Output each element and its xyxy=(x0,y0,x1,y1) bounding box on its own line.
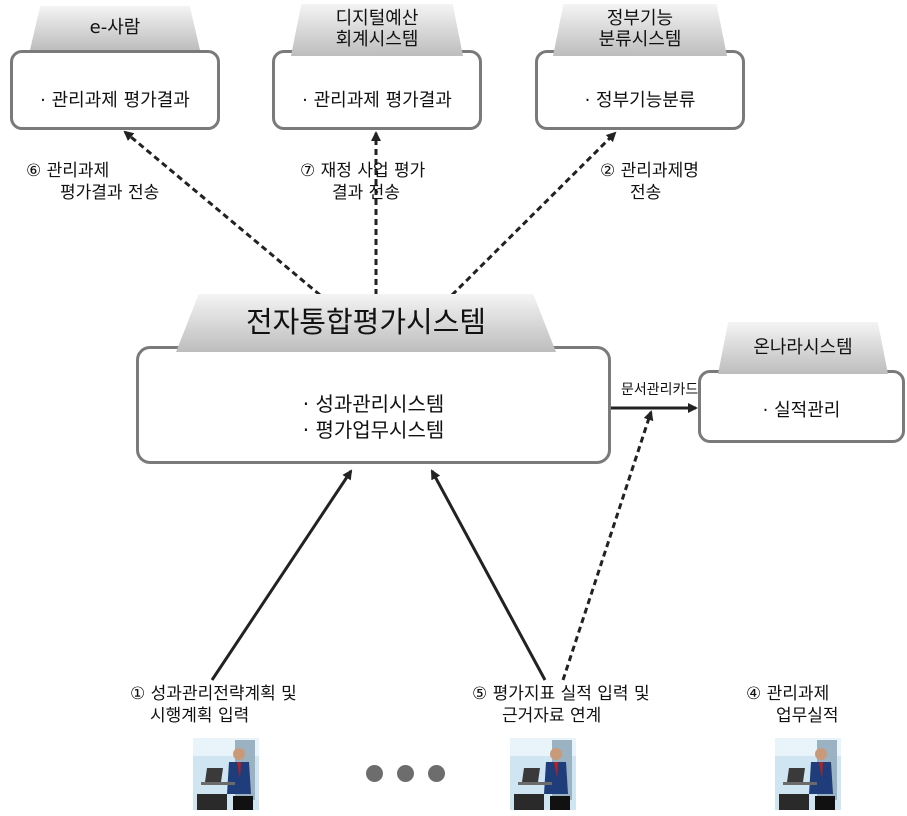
arrow-step1 xyxy=(210,469,353,681)
govfunc-box: · 정부기능분류 xyxy=(535,50,745,130)
ellipsis-icon xyxy=(366,765,445,782)
main-system-title: 전자통합평가시스템 xyxy=(176,294,556,352)
dbrain-title: 디지털예산 회계시스템 xyxy=(291,4,463,56)
step4-label: ④ 관리과제 업무실적 xyxy=(746,683,839,727)
arrow-to-govfunc xyxy=(450,131,617,297)
doc-card-label: 문서관리카드 xyxy=(621,382,699,398)
office-worker-icon xyxy=(193,738,259,810)
main-system-box: · 성과관리시스템 · 평가업무시스템 xyxy=(136,346,611,464)
govfunc-title-line2: 분류시스템 xyxy=(598,29,682,50)
main-item-evaluation: · 평가업무시스템 xyxy=(302,418,445,442)
main-item-performance: · 성과관리시스템 xyxy=(302,392,445,416)
main-system-items: · 성과관리시스템 · 평가업무시스템 xyxy=(139,391,608,443)
govfunc-title-line1: 정부기능 xyxy=(606,8,674,30)
step2-line1: ② 관리과제명 xyxy=(600,161,699,181)
govfunc-item: · 정부기능분류 xyxy=(584,90,696,111)
e-saram-title-text: e-사람 xyxy=(89,16,141,38)
e-saram-box: · 관리과제 평가결과 xyxy=(10,50,220,130)
step5-label: ⑤ 평가지표 실적 입력 및 근거자료 연계 xyxy=(472,683,650,727)
dbrain-box: · 관리과제 평가결과 xyxy=(272,50,482,130)
step7-line1: ⑦ 재정 사업 평가 xyxy=(300,161,426,181)
step2-line2: 전송 xyxy=(630,183,662,204)
step1-label: ① 성과관리전략계획 및 시행계획 입력 xyxy=(130,683,297,727)
dbrain-item: · 관리과제 평가결과 xyxy=(302,90,452,111)
step6-line2: 평가결과 전송 xyxy=(60,183,160,204)
onnara-title: 온나라시스템 xyxy=(718,322,888,374)
office-worker-icon xyxy=(775,738,841,810)
step5-line1: ⑤ 평가지표 실적 입력 및 xyxy=(472,684,650,704)
step2-label: ② 관리과제명 전송 xyxy=(600,160,699,204)
e-saram-title: e-사람 xyxy=(30,6,200,50)
office-worker-icon xyxy=(510,738,576,810)
step6-label: ⑥ 관리과제 평가결과 전송 xyxy=(26,160,159,204)
main-system-title-text: 전자통합평가시스템 xyxy=(245,305,487,340)
e-saram-item: · 관리과제 평가결과 xyxy=(40,90,190,111)
step5-line2: 근거자료 연계 xyxy=(502,706,602,727)
step4-line1: ④ 관리과제 xyxy=(746,684,830,704)
govfunc-title: 정부기능 분류시스템 xyxy=(553,4,727,56)
step1-line2: 시행계획 입력 xyxy=(150,706,250,727)
step6-line1: ⑥ 관리과제 xyxy=(26,161,110,181)
onnara-box: · 실적관리 xyxy=(698,370,905,443)
arrow-step4-dashed xyxy=(561,410,654,681)
step4-line2: 업무실적 xyxy=(776,706,839,727)
dbrain-title-line1: 디지털예산 xyxy=(335,8,419,30)
onnara-title-text: 온나라시스템 xyxy=(753,336,853,358)
dbrain-title-line2: 회계시스템 xyxy=(335,29,419,50)
arrow-step5 xyxy=(430,469,547,681)
step1-line1: ① 성과관리전략계획 및 xyxy=(130,684,297,704)
onnara-item: · 실적관리 xyxy=(762,400,841,421)
step7-label: ⑦ 재정 사업 평가 결과 전송 xyxy=(300,160,425,204)
step7-line2: 결과 전송 xyxy=(332,183,400,204)
arrow-to-e-saram xyxy=(123,130,321,297)
